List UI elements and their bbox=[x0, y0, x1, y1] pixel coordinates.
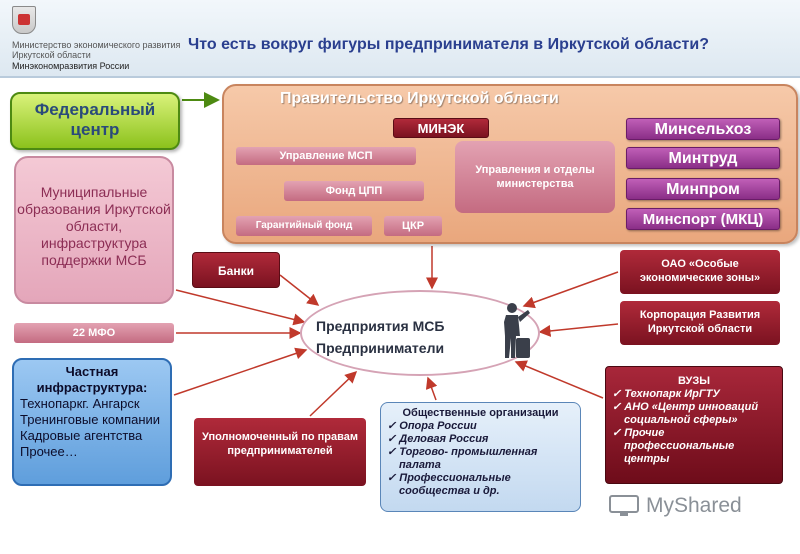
public-organizations-item-text: Опора России bbox=[399, 420, 477, 432]
checkmark-icon: ✓ bbox=[387, 472, 400, 484]
center-line-entrepreneurs: Предприниматели bbox=[316, 340, 445, 356]
coat-of-arms-mark bbox=[18, 14, 30, 25]
public-organizations-item-text: Торгово- промышленная палата bbox=[399, 446, 538, 471]
corporation-box: Корпорация Развития Иркутской области bbox=[620, 301, 780, 345]
checkmark-icon: ✓ bbox=[612, 401, 625, 413]
arrow-vuz-to-center bbox=[514, 360, 604, 399]
public-organizations-item-text: Деловая Россия bbox=[399, 433, 489, 445]
businessman-icon bbox=[504, 303, 530, 358]
public-organizations-item-text: Профессиональные сообщества и др. bbox=[399, 472, 511, 497]
public-organizations-item: ✓ Профессиональные сообщества и др. bbox=[387, 472, 574, 498]
checkmark-icon: ✓ bbox=[387, 446, 400, 458]
federal-center-box: Федеральный центр bbox=[10, 92, 180, 150]
universities-item-text: АНО «Центр инноваций социальной сферы» bbox=[624, 401, 759, 426]
center-label: Предприятия МСБ Предприниматели bbox=[316, 315, 496, 359]
ministry-box-minselhoz: Минсельхоз bbox=[626, 118, 780, 140]
public-organizations-title: Общественные организации bbox=[402, 407, 559, 419]
universities-item-text: Технопарк ИрГТУ bbox=[624, 388, 720, 400]
mfo-box: 22 МФО bbox=[14, 323, 174, 343]
page-title: Что есть вокруг фигуры предпринимателя в… bbox=[188, 36, 709, 53]
public-organizations-item: ✓ Опора России bbox=[387, 420, 574, 433]
arrow-public-to-center bbox=[425, 376, 438, 401]
banks-box: Банки bbox=[192, 252, 280, 288]
universities-item: ✓ АНО «Центр инноваций социальной сферы» bbox=[612, 401, 776, 427]
minek-box: МИНЭК bbox=[393, 118, 489, 138]
ministry-box-minsport: Минспорт (МКЦ) bbox=[626, 208, 780, 230]
checkmark-icon: ✓ bbox=[612, 388, 625, 400]
center-ellipse bbox=[300, 290, 540, 376]
private-infrastructure-item: Кадровые агентства bbox=[20, 428, 143, 443]
private-infrastructure-item: Тренинговые компании bbox=[20, 412, 161, 427]
fond-cpp-box: Фонд ЦПП bbox=[284, 181, 424, 201]
arrow-private-to-center bbox=[173, 347, 308, 396]
universities-item: ✓ Прочие профессиональные центры bbox=[612, 427, 776, 466]
public-organizations-box: Общественные организации ✓ Опора России … bbox=[380, 402, 581, 512]
checkmark-icon: ✓ bbox=[612, 427, 625, 439]
ckr-box: ЦКР bbox=[384, 216, 442, 236]
private-infrastructure-title: Частная инфраструктура: bbox=[36, 364, 148, 395]
ombudsman-box: Уполномоченный по правам предпринимателе… bbox=[194, 418, 366, 486]
arrow-muni-to-center bbox=[175, 289, 306, 326]
garant-fond-box: Гарантийный фонд bbox=[236, 216, 372, 236]
public-organizations-item: ✓ Деловая Россия bbox=[387, 433, 574, 446]
ministry-box-mintrud: Минтруд bbox=[626, 147, 780, 169]
private-infrastructure-box: Частная инфраструктура: Технопаркг. Анга… bbox=[12, 358, 172, 486]
arrow-corp-to-center bbox=[538, 323, 619, 337]
checkmark-icon: ✓ bbox=[387, 420, 400, 432]
universities-box: ВУЗЫ ✓ Технопарк ИрГТУ ✓ АНО «Центр инно… bbox=[605, 366, 783, 484]
center-line-msb: Предприятия МСБ bbox=[316, 318, 445, 334]
myshared-logo-icon bbox=[609, 495, 639, 516]
ministry-federal-name: Минэкономразвития России bbox=[12, 61, 130, 71]
universities-title: ВУЗЫ bbox=[677, 375, 711, 387]
ministry-box-minprom: Минпром bbox=[626, 178, 780, 200]
oez-box: ОАО «Особые экономические зоны» bbox=[620, 250, 780, 294]
watermark-text: MyShared bbox=[646, 494, 742, 517]
universities-item-text: Прочие профессиональные центры bbox=[624, 427, 735, 465]
coat-of-arms-icon bbox=[12, 6, 36, 34]
upravleniya-otdely-box: Управления и отделы министерства bbox=[455, 141, 615, 213]
private-infrastructure-item: Технопаркг. Ангарск bbox=[20, 396, 140, 411]
ministry-name: Министерство экономического развития Ирк… bbox=[12, 40, 181, 60]
arrow-ombud-to-center bbox=[309, 370, 358, 417]
government-title: Правительство Иркутской области bbox=[280, 90, 559, 107]
upravlenie-msp-box: Управление МСП bbox=[236, 147, 416, 165]
header-bar bbox=[0, 0, 800, 78]
checkmark-icon: ✓ bbox=[387, 433, 400, 445]
universities-item: ✓ Технопарк ИрГТУ bbox=[612, 388, 776, 401]
public-organizations-item: ✓ Торгово- промышленная палата bbox=[387, 446, 574, 472]
private-infrastructure-item: Прочее… bbox=[20, 444, 78, 459]
municipal-box: Муниципальные образования Иркутской обла… bbox=[14, 156, 174, 304]
arrow-banks-to-center bbox=[279, 274, 320, 306]
arrow-oez-to-center bbox=[522, 271, 619, 309]
